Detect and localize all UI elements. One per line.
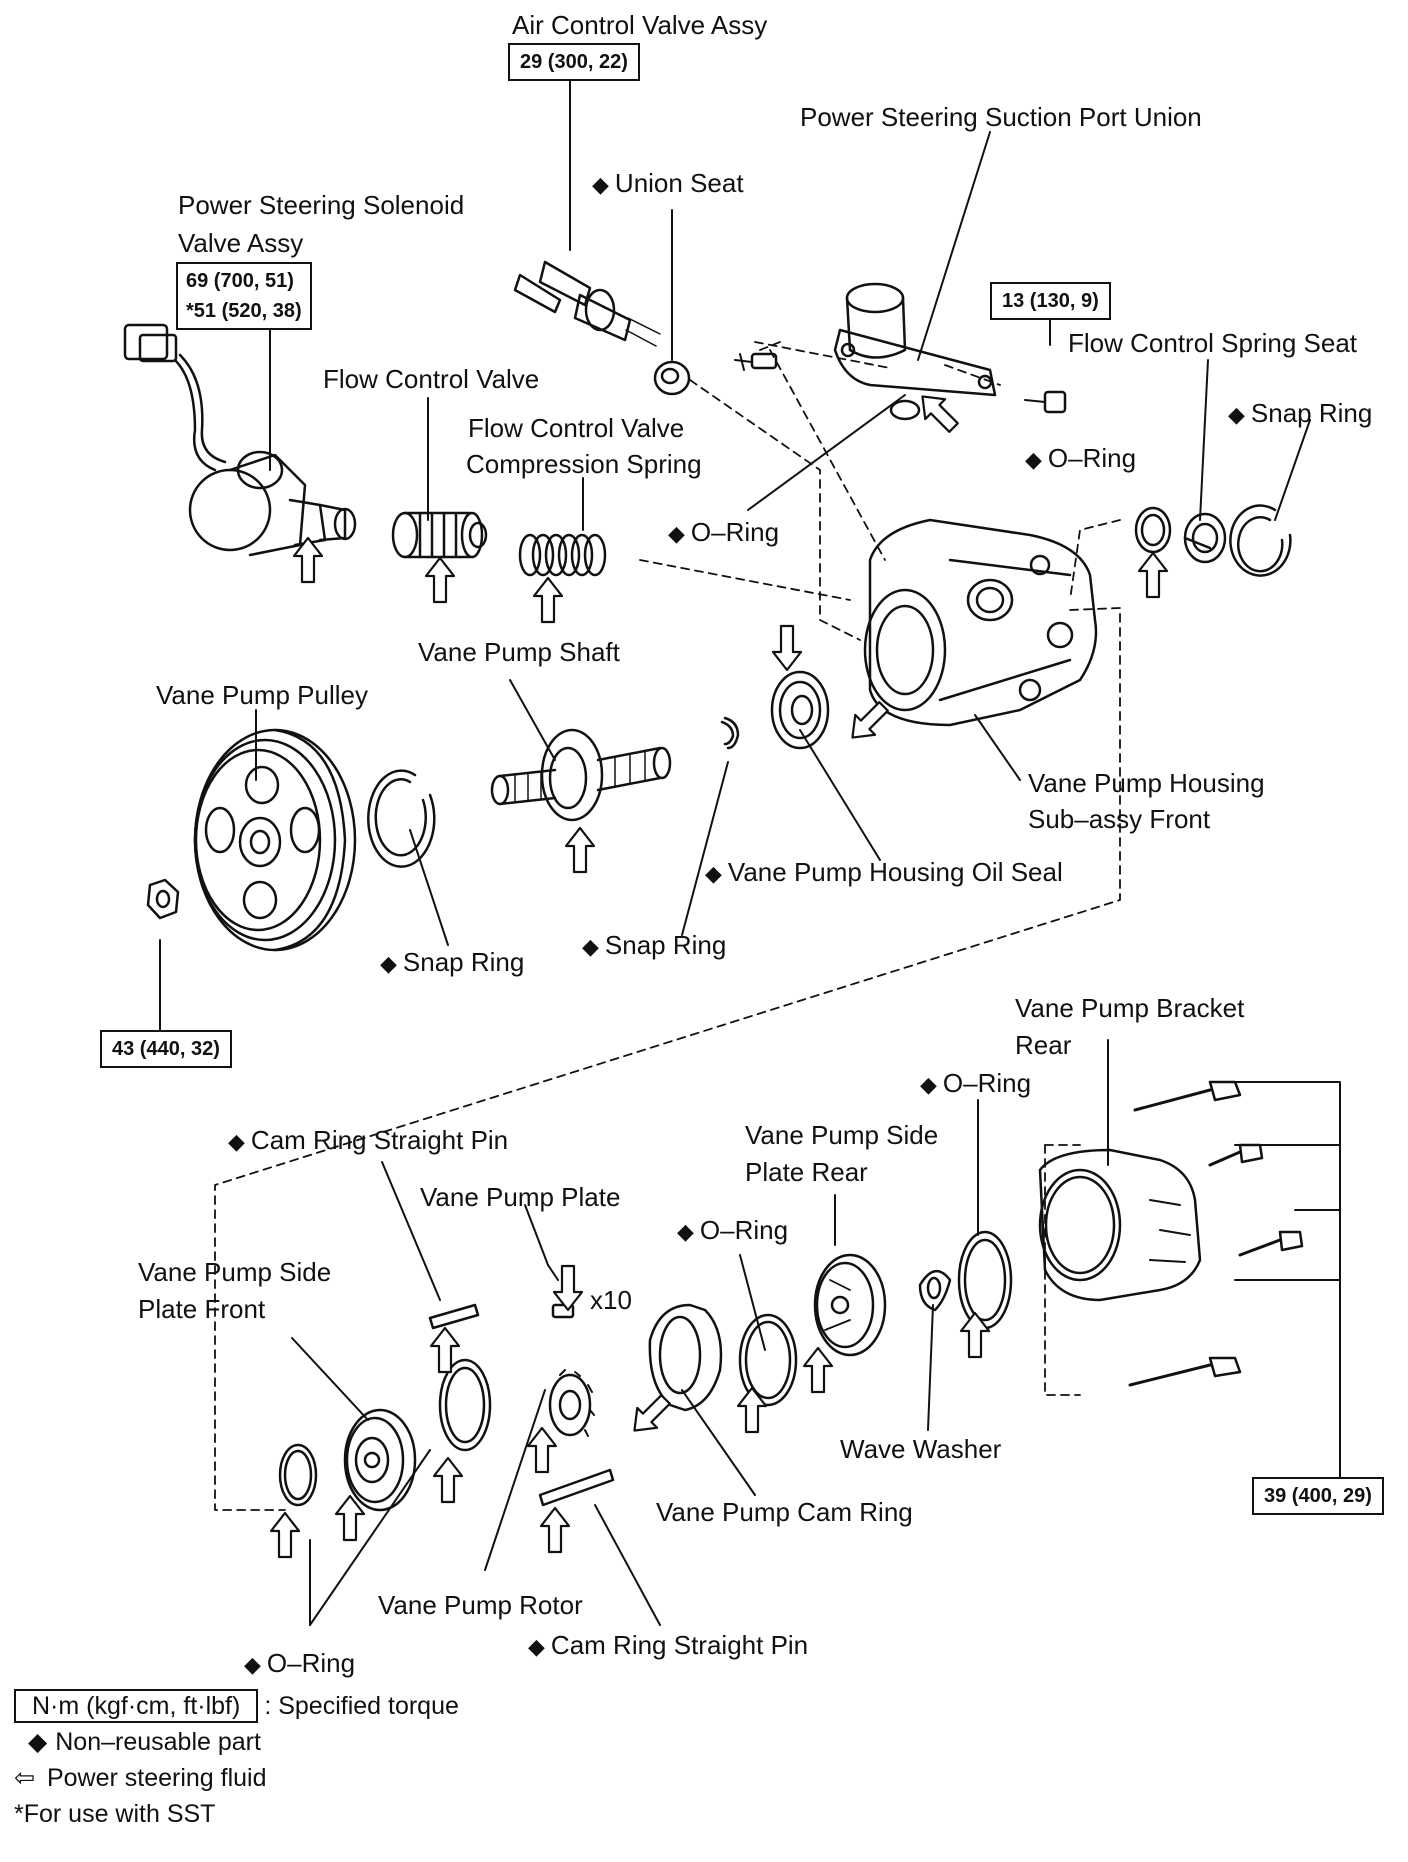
label-air-control-valve: Air Control Valve Assy [512, 10, 768, 40]
spring-seat-drawing [1183, 512, 1227, 564]
union-seat-text: Union Seat [614, 168, 744, 198]
legend-non-reusable-row: ◆Non–reusable part [14, 1724, 459, 1760]
label-cam-ring-pin-bottom: Cam Ring Straight Pin [528, 1630, 808, 1662]
union-seat-drawing [653, 360, 691, 396]
legend-torque-box: N·m (kgf·cm, ft·lbf) [14, 1689, 259, 1723]
label-rotor: Vane Pump Rotor [378, 1590, 583, 1620]
snap-ring-right-text: Snap Ring [1250, 398, 1373, 428]
torque-bracket-bolts: 39 (400, 29) [1252, 1477, 1384, 1515]
torque-solenoid-valve: 69 (700, 51) *51 (520, 38) [176, 262, 312, 330]
torque-solenoid-line1: 69 (700, 51) [186, 270, 294, 292]
label-flow-control-spring-seat: Flow Control Spring Seat [1068, 328, 1358, 358]
oil-seal-drawing [770, 670, 830, 750]
cam-ring-drawing [648, 1303, 723, 1412]
cam-ring-pin-top-text: Cam Ring Straight Pin [250, 1125, 509, 1155]
side-plate-front-drawing [343, 1408, 417, 1512]
legend-sst-text: *For use with SST [14, 1800, 216, 1828]
legend-sst-row: *For use with SST [14, 1796, 459, 1832]
label-vane-pump-plate: Vane Pump Plate [420, 1182, 621, 1212]
label-wave-washer: Wave Washer [840, 1434, 1002, 1464]
label-cam-ring: Vane Pump Cam Ring [656, 1497, 913, 1527]
alignment-lines [214, 341, 1121, 1511]
torque-union-bolt: 13 (130, 9) [990, 282, 1111, 320]
torque-solenoid-line2: *51 (520, 38) [186, 300, 302, 322]
label-flow-control-spring-line2: Compression Spring [466, 449, 702, 479]
label-o-ring-mid: O–Ring [677, 1215, 788, 1247]
pulley-nut-drawing [146, 878, 180, 920]
label-bracket-rear-line2: Rear [1015, 1030, 1072, 1060]
label-flow-control-valve: Flow Control Valve [323, 364, 540, 394]
legend: N·m (kgf·cm, ft·lbf): Specified torque ◆… [14, 1688, 459, 1832]
oil-seal-text: Vane Pump Housing Oil Seal [727, 857, 1063, 887]
wave-washer-drawing [918, 1270, 952, 1312]
label-solenoid-valve-line2: Valve Assy [178, 228, 304, 258]
label-housing-line2: Sub–assy Front [1028, 804, 1211, 834]
label-o-ring-right: O–Ring [1025, 443, 1136, 475]
torque-pulley-nut: 43 (440, 32) [100, 1030, 232, 1068]
legend-non-reusable-text: Non–reusable part [55, 1728, 261, 1756]
label-plate-qty: x10 [590, 1285, 632, 1315]
label-housing-line1: Vane Pump Housing [1028, 768, 1265, 798]
label-solenoid-valve-line1: Power Steering Solenoid [178, 190, 465, 220]
bracket-bolts-drawing [1128, 1080, 1304, 1387]
pump-shaft-drawing [490, 728, 672, 822]
union-bolt-drawing [1024, 390, 1067, 414]
legend-torque-row: N·m (kgf·cm, ft·lbf): Specified torque [14, 1688, 459, 1724]
o-ring-suction-text: O–Ring [690, 517, 780, 547]
label-bracket-rear-line1: Vane Pump Bracket [1015, 993, 1245, 1023]
o-ring-right-text: O–Ring [1047, 443, 1137, 473]
pump-housing-drawing [863, 518, 1098, 727]
compression-spring-drawing [518, 533, 607, 577]
leader-lines [159, 61, 1341, 1626]
label-side-plate-front-line2: Plate Front [138, 1294, 266, 1324]
snap-ring-pulley-text: Snap Ring [402, 947, 525, 977]
label-vane-pump-pulley: Vane Pump Pulley [156, 680, 368, 710]
flow-control-valve-drawing [391, 511, 488, 559]
label-snap-ring-shaft: Snap Ring [582, 930, 726, 962]
label-o-ring-bottom: O–Ring [244, 1648, 355, 1680]
label-side-plate-rear-line2: Plate Rear [745, 1157, 868, 1187]
pulley-drawing [193, 728, 357, 952]
label-side-plate-rear-line1: Vane Pump Side [745, 1120, 939, 1150]
label-o-ring-bracket: O–Ring [920, 1068, 1031, 1100]
legend-fluid-text: Power steering fluid [46, 1764, 267, 1792]
o-ring-right-drawing [1134, 506, 1172, 554]
o-ring-mid-drawing [738, 1313, 798, 1407]
label-flow-control-spring-line1: Flow Control Valve [468, 413, 685, 443]
label-snap-ring-right: Snap Ring [1228, 398, 1372, 430]
label-oil-seal: Vane Pump Housing Oil Seal [705, 857, 1063, 889]
snap-ring-shaft-drawing [720, 716, 740, 750]
torque-air-control-valve: 29 (300, 22) [508, 43, 640, 81]
fluid-arrow-icon: ⇦ [14, 1764, 35, 1792]
label-union-seat: Union Seat [592, 168, 744, 200]
label-suction-port-union: Power Steering Suction Port Union [800, 102, 1202, 132]
label-side-plate-front-line1: Vane Pump Side [138, 1257, 332, 1287]
snap-ring-pulley-drawing [367, 769, 436, 868]
legend-torque-text: : Specified torque [264, 1692, 459, 1720]
label-cam-ring-pin-top: Cam Ring Straight Pin [228, 1125, 508, 1157]
o-ring-bracket-text: O–Ring [942, 1068, 1032, 1098]
snap-ring-right-drawing [1229, 504, 1292, 577]
rotor-drawing [548, 1369, 595, 1437]
bracket-rear-drawing [1038, 1148, 1202, 1302]
o-ring-mid-text: O–Ring [699, 1215, 789, 1245]
legend-fluid-row: ⇦ Power steering fluid [14, 1760, 459, 1796]
solenoid-valve-drawing [123, 323, 357, 557]
suction-port-union-drawing [734, 282, 997, 421]
o-ring-front-small-drawing [278, 1443, 318, 1507]
cam-ring-pin-bottom-text: Cam Ring Straight Pin [550, 1630, 809, 1660]
cam-ring-pin-top-drawing [428, 1303, 480, 1330]
label-vane-pump-shaft: Vane Pump Shaft [418, 637, 620, 667]
cam-ring-pin-bottom-drawing [538, 1468, 615, 1507]
air-control-valve-drawing [513, 260, 661, 347]
side-plate-rear-drawing [813, 1253, 887, 1357]
label-snap-ring-pulley: Snap Ring [380, 947, 524, 979]
o-ring-bracket-drawing [957, 1230, 1013, 1330]
label-o-ring-suction: O–Ring [668, 517, 779, 549]
o-ring-bottom-text: O–Ring [266, 1648, 356, 1678]
o-ring-front-large-drawing [438, 1358, 492, 1452]
snap-ring-shaft-text: Snap Ring [604, 930, 727, 960]
diamond-icon: ◆ [28, 1728, 48, 1756]
